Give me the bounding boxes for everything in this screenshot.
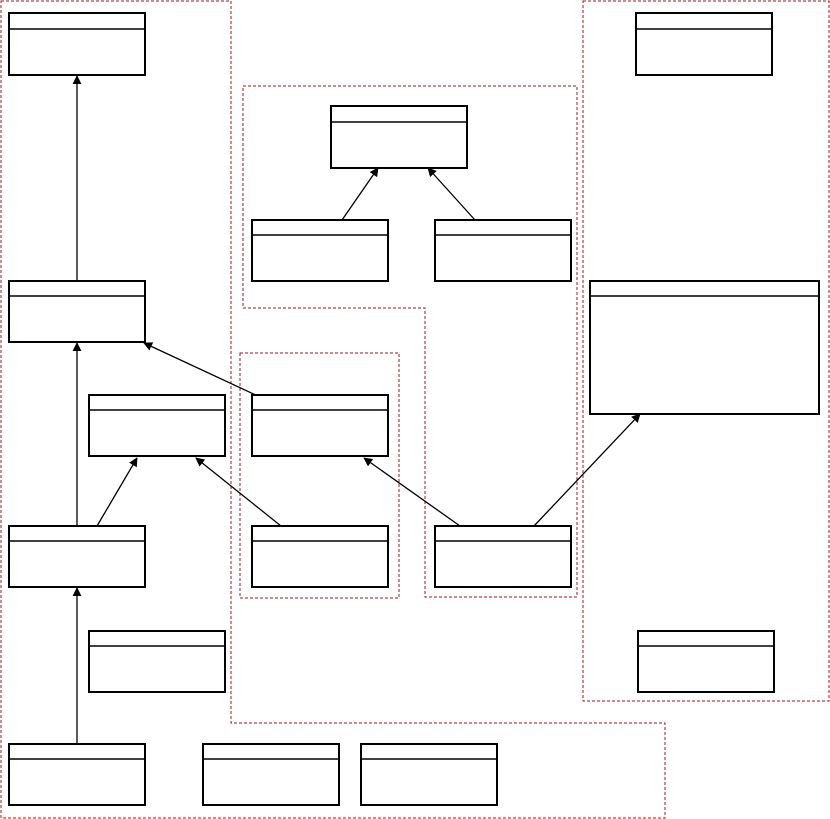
class-box-c11[interactable] xyxy=(330,105,468,169)
class-box-c13[interactable] xyxy=(434,219,572,282)
relationship-edges xyxy=(72,75,641,744)
package-left-outer xyxy=(0,0,666,819)
class-box-c16[interactable] xyxy=(360,743,498,806)
edge-c8-to-c6 xyxy=(96,457,138,527)
edge-c7-to-c4 xyxy=(143,342,261,398)
class-box-c15[interactable] xyxy=(202,743,340,806)
class-boxes xyxy=(8,12,820,806)
class-box-c6[interactable] xyxy=(88,394,226,457)
class-box-c10[interactable] xyxy=(434,525,572,588)
class-box-c4[interactable] xyxy=(8,280,146,343)
package-right xyxy=(582,0,830,702)
class-box-c12[interactable] xyxy=(251,219,389,282)
class-box-c17[interactable] xyxy=(637,630,775,693)
class-box-c2[interactable] xyxy=(635,12,773,76)
class-box-c14[interactable] xyxy=(8,743,146,806)
edge-c9-to-c6 xyxy=(195,457,282,527)
class-box-c5[interactable] xyxy=(589,280,820,415)
package-center-small xyxy=(239,352,400,599)
class-box-c3[interactable] xyxy=(88,630,226,693)
class-box-c8[interactable] xyxy=(8,525,146,588)
package-top-center xyxy=(242,85,578,598)
class-box-c1[interactable] xyxy=(8,12,146,76)
edge-c13-to-c11 xyxy=(427,167,476,221)
class-box-c7[interactable] xyxy=(251,394,389,457)
edge-c12-to-c11 xyxy=(341,167,379,221)
edge-c10-to-c7 xyxy=(363,457,461,527)
edge-c10-to-c5 xyxy=(533,413,641,527)
class-box-c9[interactable] xyxy=(251,525,389,588)
